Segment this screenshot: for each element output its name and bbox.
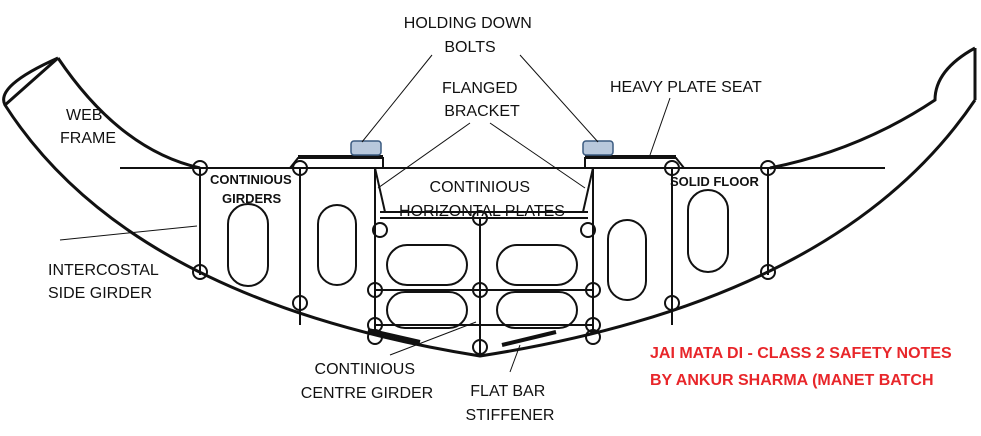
- watermark-line-1: JAI MATA DI - CLASS 2 SAFETY NOTES: [650, 345, 952, 362]
- lightening-hole: [227, 203, 269, 287]
- lightening-hole: [607, 219, 647, 301]
- lightening-hole: [496, 244, 578, 286]
- label-continious-girders: CONTINIOUS GIRDERS: [210, 172, 295, 206]
- lightening-hole: [386, 244, 468, 286]
- leader-lines: [59, 54, 671, 373]
- label-continious-horizontal-plates: CONTINIOUS HORIZONTAL PLATES: [399, 179, 565, 220]
- label-continious-centre-girder: CONTINIOUS CENTRE GIRDER: [301, 361, 433, 402]
- label-flanged-bracket: FLANGED BRACKET: [442, 80, 522, 120]
- holding-down-bolt-left: [350, 140, 382, 156]
- engine-seat-left: [289, 157, 386, 330]
- label-web-frame: WEB FRAME: [60, 107, 116, 147]
- lightening-hole: [386, 291, 468, 329]
- label-flat-bar-stiffener: FLAT BAR STIFFENER: [466, 383, 555, 424]
- heavy-plate-seat-right: [585, 155, 676, 159]
- lightening-hole: [496, 291, 578, 329]
- engine-seat-right: [582, 157, 685, 330]
- heavy-plate-seat-left: [298, 155, 383, 159]
- flat-bar-stiffener-left: [367, 328, 421, 344]
- web-frame-curve: [56, 57, 201, 170]
- holding-down-bolt-right: [582, 140, 614, 156]
- label-heavy-plate-seat: HEAVY PLATE SEAT: [610, 79, 762, 96]
- label-holding-down-bolts: HOLDING DOWN BOLTS: [404, 15, 536, 56]
- hull-top-left: [4, 56, 59, 107]
- watermark-line-2: BY ANKUR SHARMA (MANET BATCH: [650, 372, 934, 389]
- label-intercostal-side-girder: INTERCOSTAL SIDE GIRDER: [48, 262, 163, 302]
- flat-bar-stiffener-right: [501, 330, 557, 347]
- label-solid-floor: SOLID FLOOR: [670, 174, 759, 189]
- web-frame-curve-right: [769, 46, 976, 170]
- scallops: [192, 160, 776, 355]
- lightening-hole: [687, 189, 729, 273]
- lightening-hole: [317, 204, 357, 286]
